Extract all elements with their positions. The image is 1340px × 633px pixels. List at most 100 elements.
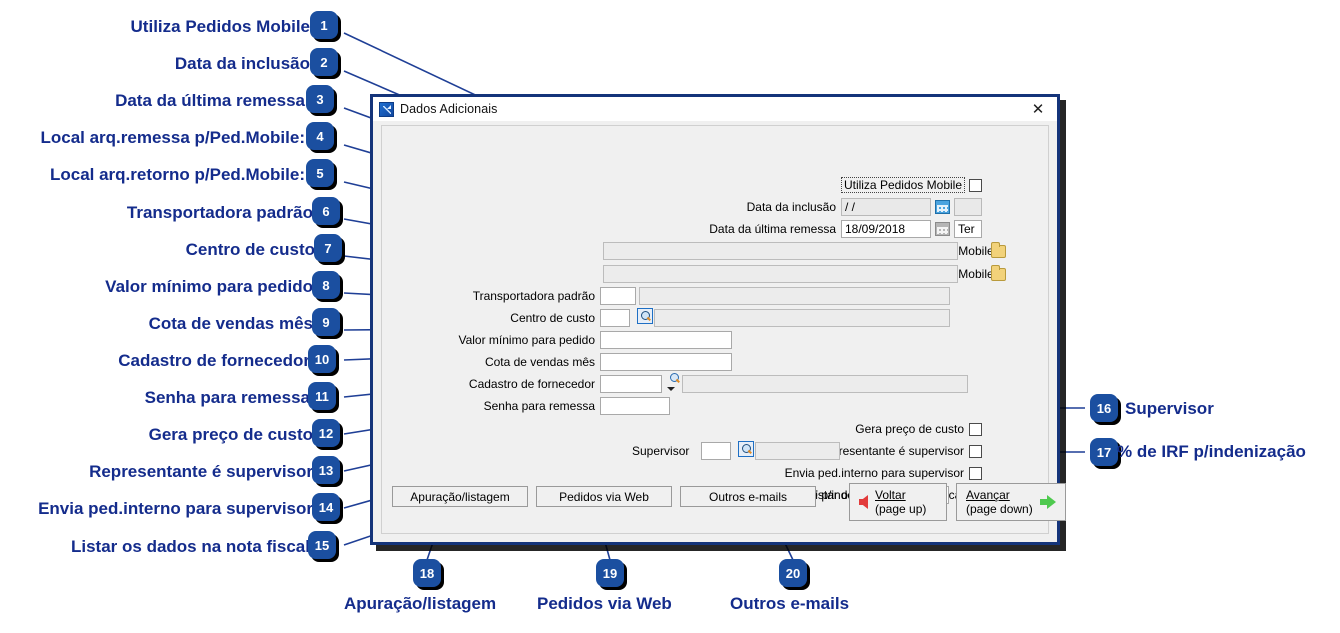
centro-custo-label: Centro de custo bbox=[510, 311, 595, 325]
search-icon[interactable] bbox=[669, 373, 681, 385]
voltar-label-line2: (page up) bbox=[875, 502, 927, 516]
utiliza-pedidos-mobile-label: Utiliza Pedidos Mobile bbox=[840, 177, 965, 193]
row-data-inclusao: Data da inclusão / / bbox=[382, 198, 982, 216]
annotation-label-2: Data da inclusão bbox=[174, 54, 310, 73]
gera-preco-custo-label: Gera preço de custo bbox=[855, 422, 964, 436]
data-inclusao-input[interactable]: / / bbox=[841, 198, 931, 216]
transportadora-code-input[interactable] bbox=[600, 287, 636, 305]
annotation-badge-4: 4 bbox=[306, 122, 334, 150]
data-inclusao-weekday bbox=[954, 198, 982, 216]
centro-custo-code-input[interactable] bbox=[600, 309, 630, 327]
annotation-label-16: Supervisor bbox=[1125, 399, 1214, 418]
annotation-badge-5: 5 bbox=[306, 159, 334, 187]
dialog-button-bar: Apuração/listagem Pedidos via Web Outros… bbox=[382, 481, 1066, 533]
senha-remessa-label: Senha para remessa bbox=[483, 399, 595, 413]
annotation-label-14: Envia ped.interno para supervisor bbox=[38, 499, 313, 518]
arrow-right-icon bbox=[1040, 495, 1056, 509]
valor-minimo-input[interactable] bbox=[600, 331, 732, 349]
data-ultima-remessa-label: Data da última remessa bbox=[709, 222, 836, 236]
annotation-label-8: Valor mínimo para pedido bbox=[105, 277, 313, 296]
fields-panel: Utiliza Pedidos Mobile Data da inclusão … bbox=[382, 126, 1048, 504]
avancar-button[interactable]: Avançar (page down) bbox=[956, 483, 1066, 521]
annotation-badge-14: 14 bbox=[312, 493, 340, 521]
transportadora-desc-input[interactable] bbox=[639, 287, 950, 305]
cota-vendas-input[interactable] bbox=[600, 353, 732, 371]
avancar-label: Avançar (page down) bbox=[966, 488, 1033, 516]
arrow-left-icon bbox=[859, 495, 868, 509]
data-inclusao-label: Data da inclusão bbox=[746, 200, 836, 214]
folder-icon[interactable] bbox=[991, 265, 1006, 281]
annotation-label-7: Centro de custo bbox=[185, 240, 315, 259]
voltar-label-line1: Voltar bbox=[875, 488, 906, 502]
annotation-label-12: Gera preço de custo bbox=[148, 425, 313, 444]
annotation-label-6: Transportadora padrão bbox=[126, 203, 313, 222]
search-icon[interactable] bbox=[738, 441, 754, 457]
pedidos-via-web-button[interactable]: Pedidos via Web bbox=[536, 486, 672, 507]
calendar-icon-disabled bbox=[935, 222, 950, 236]
representante-supervisor-checkbox[interactable] bbox=[969, 444, 982, 458]
annotation-label-18: Apuração/listagem bbox=[344, 594, 497, 613]
annotation-badge-17: 17 bbox=[1090, 438, 1118, 466]
row-transportadora: Transportadora padrão bbox=[382, 287, 600, 305]
search-icon[interactable] bbox=[637, 308, 653, 324]
annotation-label-10: Cadastro de fornecedor bbox=[118, 351, 310, 370]
annotation-label-11: Senha para remessa bbox=[144, 388, 310, 407]
apuracao-listagem-button[interactable]: Apuração/listagem bbox=[392, 486, 528, 507]
annotation-badge-20: 20 bbox=[779, 559, 807, 587]
annotation-badge-1: 1 bbox=[310, 11, 338, 39]
row-gera-preco-custo: Gera preço de custo bbox=[382, 420, 982, 438]
data-ultima-remessa-weekday: Ter bbox=[954, 220, 982, 238]
row-valor-minimo: Valor mínimo para pedido bbox=[382, 331, 600, 349]
row-senha-remessa: Senha para remessa bbox=[382, 397, 600, 415]
annotation-badge-6: 6 bbox=[312, 197, 340, 225]
voltar-label: Voltar (page up) bbox=[875, 488, 926, 516]
supervisor-label: Supervisor bbox=[632, 444, 690, 458]
annotation-label-20: Outros e-mails bbox=[730, 594, 850, 613]
centro-custo-desc-input[interactable] bbox=[654, 309, 950, 327]
annotation-badge-18: 18 bbox=[413, 559, 441, 587]
folder-icon[interactable] bbox=[991, 242, 1006, 258]
calendar-icon[interactable] bbox=[935, 200, 950, 214]
annotation-label-9: Cota de vendas mês bbox=[148, 314, 313, 333]
annotation-badge-15: 15 bbox=[308, 531, 336, 559]
annotation-badge-12: 12 bbox=[312, 419, 340, 447]
cadastro-fornecedor-code-input[interactable] bbox=[600, 375, 662, 393]
app-icon bbox=[379, 101, 394, 117]
supervisor-code-input[interactable] bbox=[701, 442, 731, 460]
supervisor-desc-input[interactable] bbox=[755, 442, 840, 460]
envia-ped-interno-checkbox[interactable] bbox=[969, 466, 982, 480]
cadastro-fornecedor-desc-input[interactable] bbox=[682, 375, 968, 393]
row-centro-custo: Centro de custo bbox=[382, 309, 600, 327]
annotation-label-3: Data da última remessa bbox=[115, 91, 305, 110]
senha-remessa-input[interactable] bbox=[600, 397, 670, 415]
annotation-badge-9: 9 bbox=[312, 308, 340, 336]
annotation-label-1: Utiliza Pedidos Mobile bbox=[130, 17, 310, 36]
chevron-down-icon[interactable] bbox=[667, 387, 675, 391]
gera-preco-custo-checkbox[interactable] bbox=[969, 422, 982, 436]
annotation-label-13: Representante é supervisor bbox=[89, 462, 313, 481]
annotation-badge-10: 10 bbox=[308, 345, 336, 373]
envia-ped-interno-label: Envia ped.interno para supervisor bbox=[784, 466, 964, 480]
representante-supervisor-label: Representante é supervisor bbox=[816, 444, 964, 458]
data-ultima-remessa-input[interactable]: 18/09/2018 bbox=[841, 220, 931, 238]
transportadora-label: Transportadora padrão bbox=[472, 289, 595, 303]
close-icon[interactable]: ✕ bbox=[1031, 100, 1045, 118]
row-cota-vendas: Cota de vendas mês bbox=[382, 353, 600, 371]
annotation-badge-8: 8 bbox=[312, 271, 340, 299]
outros-emails-label: Outros e-mails bbox=[708, 489, 788, 504]
dialog-client-area: Utiliza Pedidos Mobile Data da inclusão … bbox=[381, 125, 1066, 534]
annotation-badge-13: 13 bbox=[312, 456, 340, 484]
outros-emails-button[interactable]: Outros e-mails bbox=[680, 486, 816, 507]
voltar-button[interactable]: Voltar (page up) bbox=[849, 483, 947, 521]
local-retorno-input[interactable] bbox=[603, 265, 958, 283]
pedidos-via-web-label: Pedidos via Web bbox=[559, 489, 649, 504]
annotation-label-5: Local arq.retorno p/Ped.Mobile: bbox=[49, 165, 305, 184]
local-remessa-input[interactable] bbox=[603, 242, 958, 260]
cadastro-fornecedor-label: Cadastro de fornecedor bbox=[468, 377, 595, 391]
apuracao-listagem-label: Apuração/listagem bbox=[410, 489, 510, 504]
cota-vendas-label: Cota de vendas mês bbox=[484, 355, 595, 369]
row-data-ultima-remessa: Data da última remessa 18/09/2018 Ter bbox=[382, 220, 982, 238]
dados-adicionais-dialog: Dados Adicionais ✕ Utiliza Pedidos Mobil… bbox=[370, 94, 1066, 545]
utiliza-pedidos-mobile-checkbox[interactable] bbox=[969, 178, 982, 192]
dialog-titlebar[interactable]: Dados Adicionais ✕ bbox=[373, 97, 1057, 121]
